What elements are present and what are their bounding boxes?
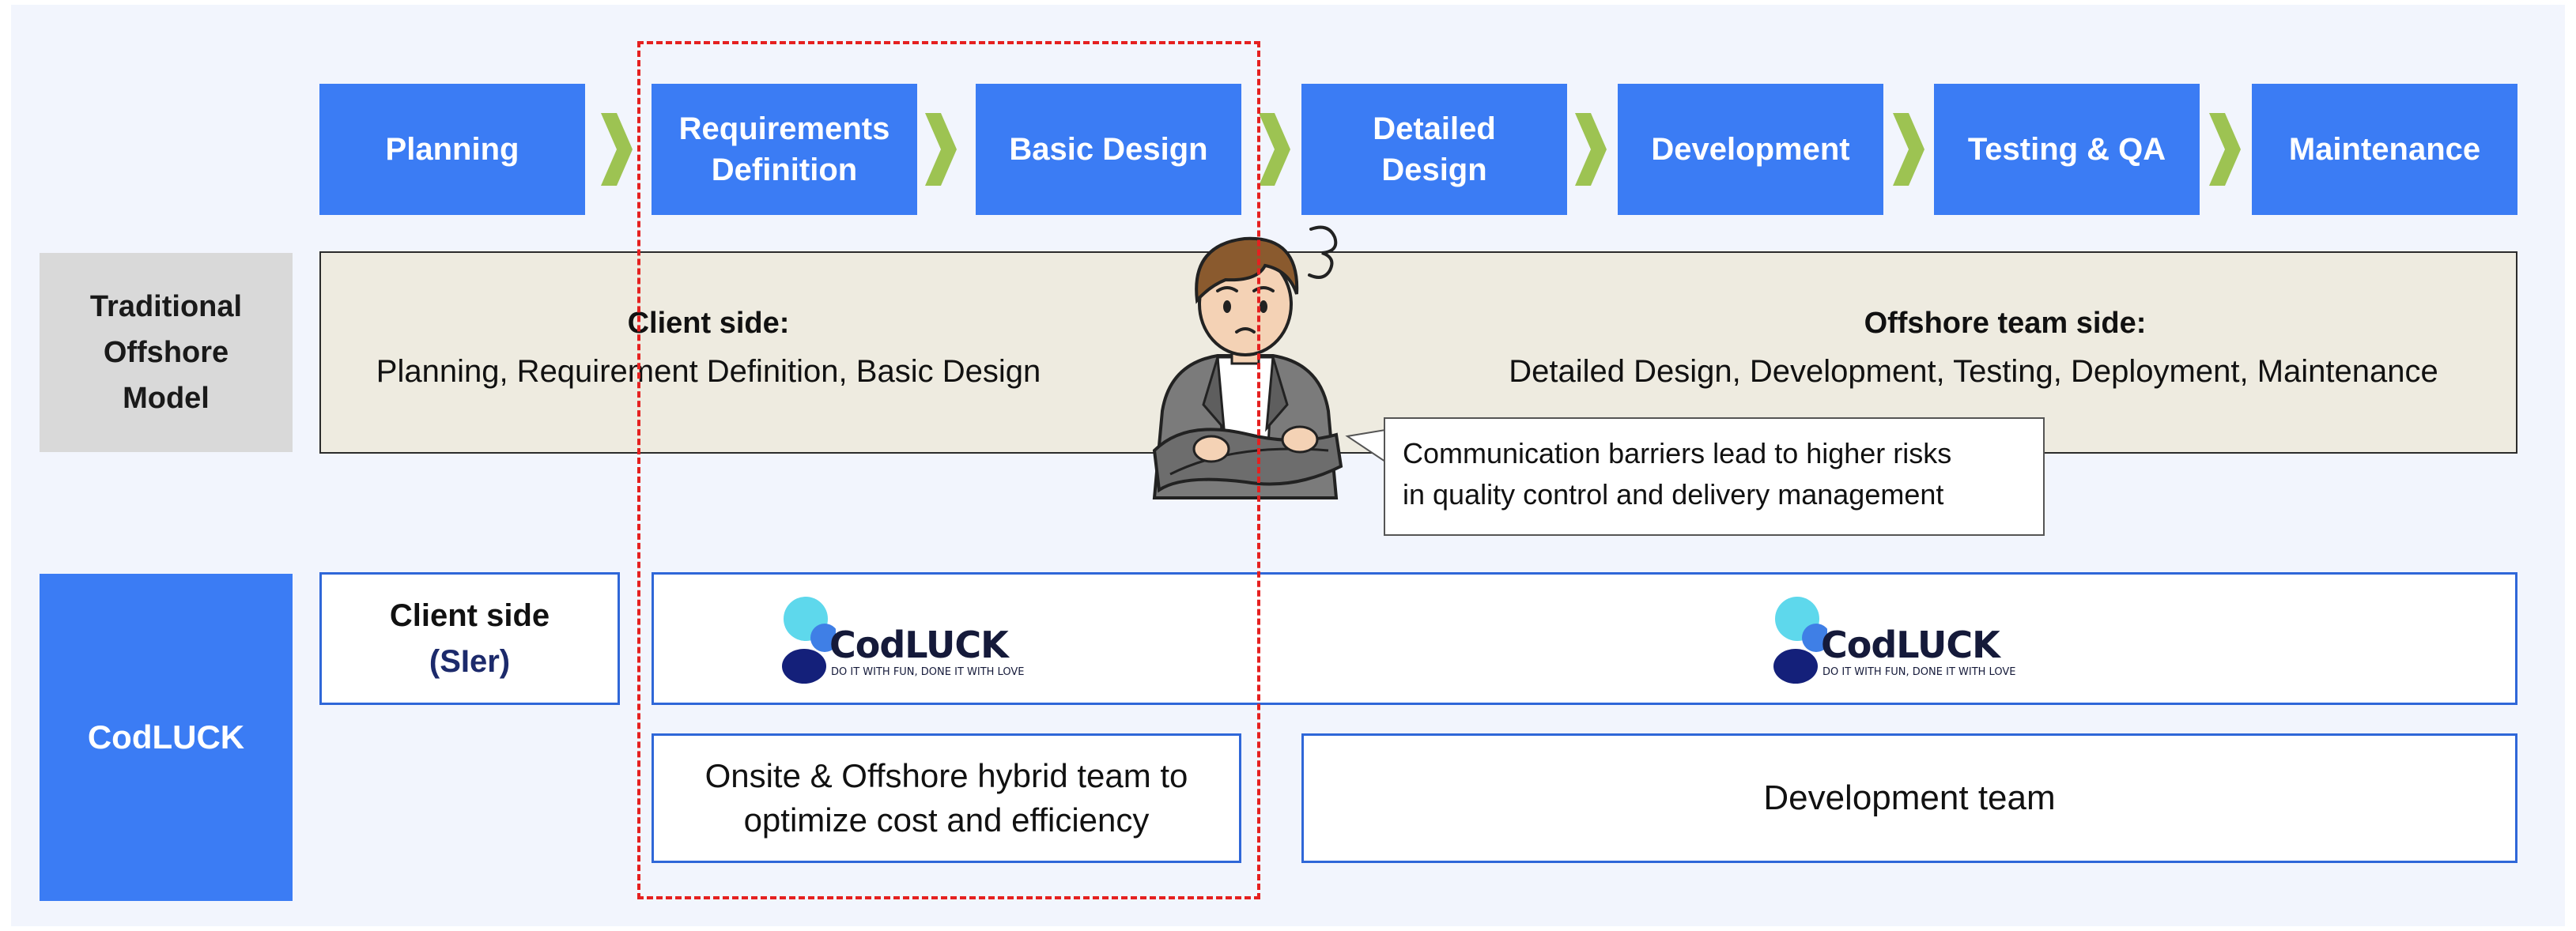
client-side-label: Client side [389, 598, 550, 633]
hybrid-team-text: Onsite & Offshore hybrid team to optimiz… [704, 757, 1188, 839]
codluck-logo-tagline: DO IT WITH FUN, DONE IT WITH LOVE [1822, 666, 2016, 678]
worried-person-icon [1139, 213, 1352, 526]
offshore-side-phases: Detailed Design, Development, Testing, D… [1509, 354, 2438, 389]
offshore-side-heading: Offshore team side: [1864, 307, 2147, 340]
phase-label: Detailed Design [1373, 111, 1496, 187]
phase-label: Maintenance [2288, 132, 2481, 167]
phase-requirements-definition: Requirements Definition [652, 84, 917, 215]
hybrid-team-box: Onsite & Offshore hybrid team to optimiz… [652, 733, 1241, 863]
codluck-logo-mark-icon [782, 597, 836, 684]
codluck-logo-wordmark: CodLUCK [829, 624, 1009, 666]
client-side-phases: Planning, Requirement Definition, Basic … [376, 354, 1041, 389]
client-side-heading: Client side: [627, 307, 790, 340]
codluck-logo-mark-icon [1773, 597, 1827, 684]
phase-basic-design: Basic Design [976, 84, 1241, 215]
phase-development: Development [1618, 84, 1883, 215]
phase-label: Basic Design [1009, 132, 1208, 167]
codluck-logo: CodLUCK DO IT WITH FUN, DONE IT WITH LOV… [1772, 590, 2041, 685]
traditional-model-label: Traditional Offshore Model [40, 253, 293, 452]
codluck-team-box: CodLUCK DO IT WITH FUN, DONE IT WITH LOV… [652, 572, 2517, 705]
risk-callout-text: Communication barriers lead to higher ri… [1403, 437, 1952, 511]
codluck-logo-tagline: DO IT WITH FUN, DONE IT WITH LOVE [831, 666, 1025, 678]
codluck-logo: CodLUCK DO IT WITH FUN, DONE IT WITH LOV… [780, 590, 1049, 685]
phase-detailed-design: Detailed Design [1301, 84, 1567, 215]
codluck-logo-wordmark: CodLUCK [1821, 624, 2000, 666]
phase-label: Planning [385, 132, 519, 167]
risk-callout: Communication barriers lead to higher ri… [1384, 417, 2045, 536]
sier-label: (SIer) [429, 644, 511, 679]
phase-testing-qa: Testing & QA [1934, 84, 2200, 215]
traditional-model-label-text: Traditional Offshore Model [89, 290, 243, 415]
phase-label: Requirements Definition [678, 111, 890, 187]
client-sier-box: Client side (SIer) [319, 572, 620, 705]
codluck-model-label: CodLUCK [40, 574, 293, 901]
onsite-scope-highlight [637, 41, 1260, 899]
development-team-box: Development team [1301, 733, 2517, 863]
phase-label: Testing & QA [1967, 132, 2166, 167]
phase-maintenance: Maintenance [2252, 84, 2517, 215]
phase-label: Development [1651, 132, 1850, 167]
phase-planning: Planning [319, 84, 585, 215]
